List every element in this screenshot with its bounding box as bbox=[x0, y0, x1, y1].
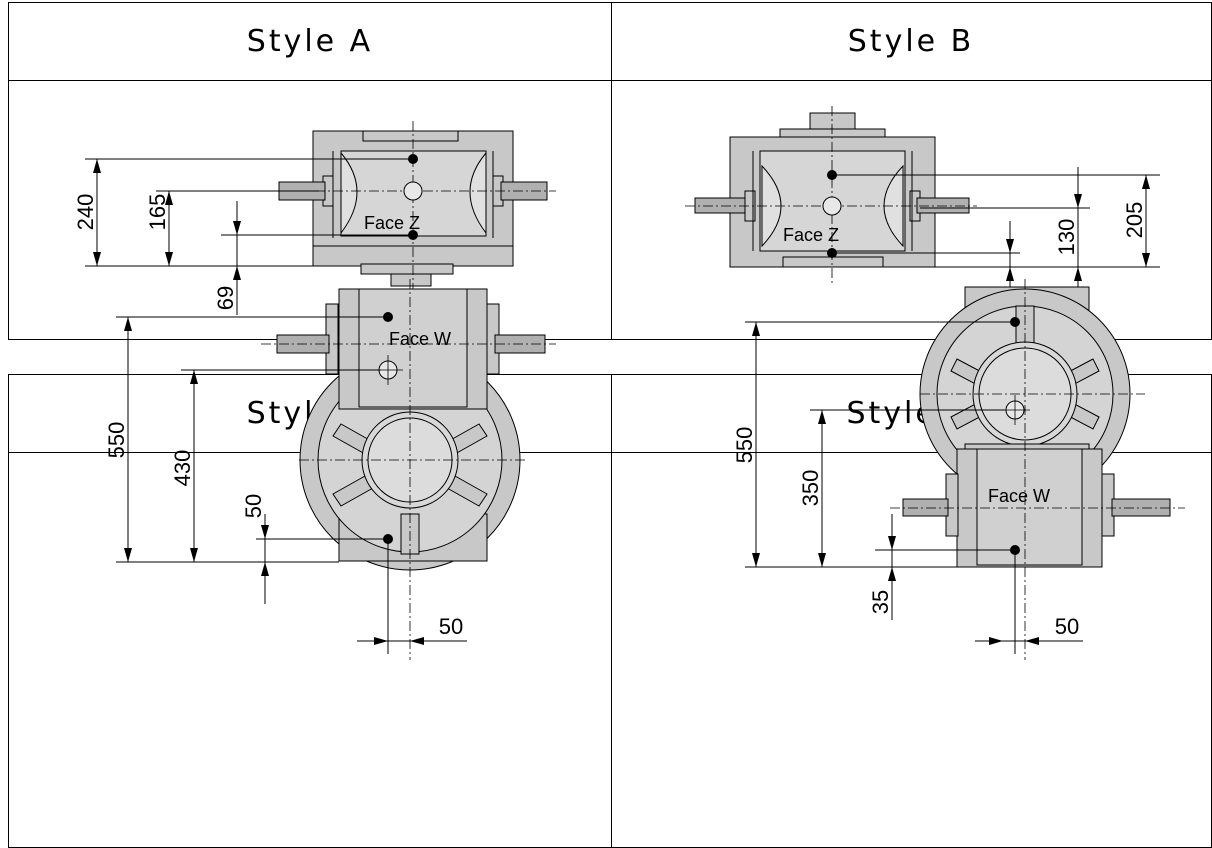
style-b-face-label: Face Z bbox=[783, 225, 839, 245]
style-d-left-shaft bbox=[902, 498, 949, 517]
style-d-dim-50-h: 50 bbox=[1055, 614, 1079, 639]
style-b-left-shaft bbox=[694, 197, 746, 214]
top-panel-header: Style A Style B bbox=[9, 3, 1211, 81]
style-c-dim-50-v: 50 bbox=[241, 494, 266, 518]
style-d-drawing: Face W 550 350 35 50 bbox=[732, 279, 1185, 660]
style-c-worm-box bbox=[358, 288, 468, 408]
style-a-center-hole bbox=[403, 181, 423, 201]
style-d-worm-box bbox=[976, 448, 1083, 566]
style-b-dim-130: 130 bbox=[1054, 219, 1079, 256]
style-a-right-bearing bbox=[469, 151, 487, 235]
style-b-title: Style B bbox=[847, 24, 975, 59]
style-d-dim-350: 350 bbox=[798, 470, 823, 507]
style-a-left-bearing bbox=[340, 151, 358, 235]
style-b-right-bearing bbox=[883, 164, 904, 248]
style-b-dim-205: 205 bbox=[1122, 202, 1147, 239]
style-a-top-boss bbox=[362, 130, 459, 142]
style-a-face-label: Face Z bbox=[364, 213, 420, 233]
style-c-dim-550: 550 bbox=[104, 422, 129, 459]
style-a-dim-240: 240 bbox=[73, 194, 98, 231]
style-a-bottom-shaft-stub bbox=[390, 273, 432, 287]
style-a-drawing: Face Z 240 165 69 bbox=[73, 121, 556, 315]
style-c-dim-50-h: 50 bbox=[439, 614, 463, 639]
bottom-panel-divider bbox=[611, 375, 612, 847]
top-panel-divider bbox=[611, 3, 612, 339]
style-a-title: Style A bbox=[246, 24, 374, 59]
style-c-drawing: Face W 550 430 50 50 bbox=[104, 279, 556, 660]
style-d-dim-35: 35 bbox=[868, 590, 893, 614]
style-a-dim-69: 69 bbox=[213, 286, 238, 310]
style-c-dim-430: 430 bbox=[170, 450, 195, 487]
bottom-panel: Style C Style D bbox=[8, 279, 1212, 848]
style-b-center-hole bbox=[822, 196, 842, 216]
style-a-dim-165: 165 bbox=[145, 194, 170, 231]
style-d-dim-550: 550 bbox=[732, 427, 757, 464]
style-d-right-shaft bbox=[1111, 498, 1171, 517]
style-c-face-label: Face W bbox=[389, 329, 451, 349]
style-b-right-shaft bbox=[916, 197, 970, 214]
style-d-face-label: Face W bbox=[988, 486, 1050, 506]
